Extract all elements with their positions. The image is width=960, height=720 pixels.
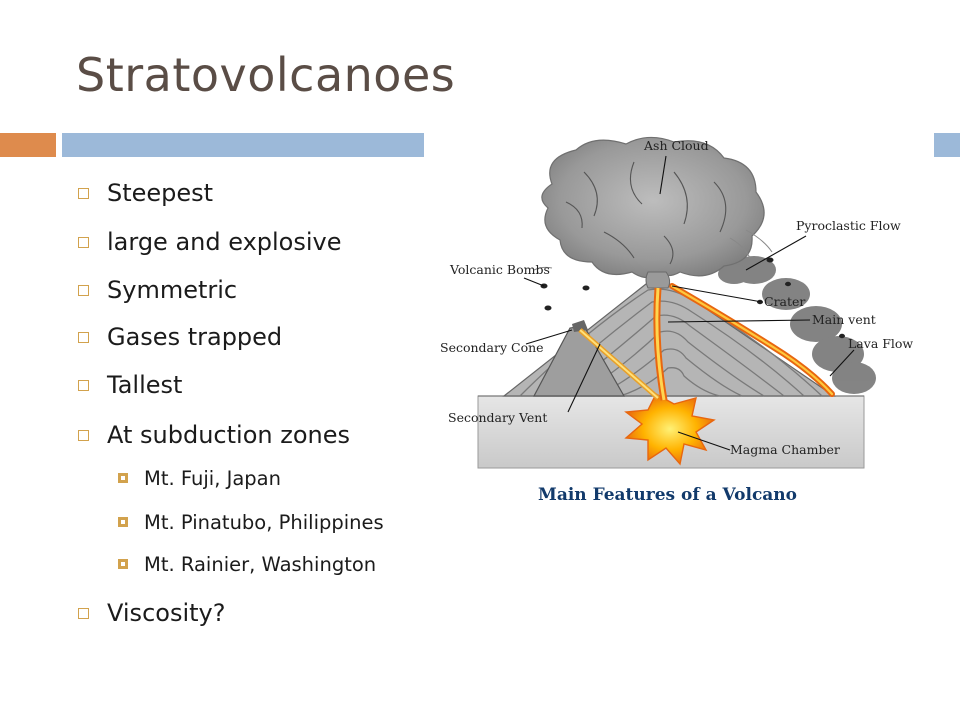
bullet-marker-icon [78, 429, 89, 441]
bullet-item: Steepest [78, 178, 213, 208]
bullet-item: Gases trapped [78, 322, 282, 352]
label-magma-chamber: Magma Chamber [730, 442, 840, 457]
bullet-text: Steepest [107, 179, 214, 207]
pyroclastic-smoke [718, 256, 876, 394]
label-secondary-vent: Secondary Vent [448, 410, 547, 425]
bullet-text: Viscosity? [107, 599, 226, 627]
sub-bullet-item: Mt. Pinatubo, Philippines [118, 509, 384, 535]
leader-lines [523, 155, 855, 451]
sub-bullet-text: Mt. Fuji, Japan [144, 466, 281, 490]
label-lava-flow: Lava Flow [848, 336, 913, 351]
label-ash-cloud: Ash Cloud [643, 138, 709, 153]
sub-bullet-item: Mt. Rainier, Washington [118, 551, 376, 577]
motion-lines [533, 229, 773, 271]
bullet-marker-icon [78, 187, 89, 199]
bullet-item: At subduction zones [78, 420, 350, 450]
bullet-item: Tallest [78, 370, 182, 400]
slide-title: Stratovolcanoes [76, 48, 456, 102]
label-volcanic-bombs: Volcanic Bombs [449, 262, 550, 277]
bullet-text: At subduction zones [107, 421, 350, 449]
bullet-item: Viscosity? [78, 598, 225, 628]
magma-chamber [624, 393, 716, 466]
sub-bullet-text: Mt. Pinatubo, Philippines [144, 510, 384, 534]
bullet-marker-icon [78, 379, 89, 391]
bullet-marker-icon [78, 236, 89, 248]
ash-cloud [541, 136, 765, 289]
bullet-marker-icon [78, 284, 89, 296]
accent-bar-blue [62, 133, 424, 157]
sub-bullet-marker-icon [118, 559, 128, 569]
volcano-diagram: Ash Cloud Pyroclastic Flow Volcanic Bomb… [440, 136, 913, 505]
bullet-text: Tallest [107, 371, 183, 399]
accent-bar-blue-right [934, 133, 960, 157]
sub-bullet-marker-icon [118, 517, 128, 527]
label-crater: Crater [764, 294, 805, 309]
sub-bullet-marker-icon [118, 473, 128, 483]
accent-bar-orange [0, 133, 56, 157]
bullet-text: large and explosive [107, 228, 342, 256]
volcanic-bombs [540, 257, 845, 339]
diagram-caption: Main Features of a Volcano [538, 485, 797, 505]
sub-bullet-text: Mt. Rainier, Washington [144, 552, 377, 576]
sub-bullet-item: Mt. Fuji, Japan [118, 465, 281, 491]
bullet-marker-icon [78, 607, 89, 619]
bullet-item: large and explosive [78, 227, 342, 257]
label-secondary-cone: Secondary Cone [440, 340, 544, 355]
secondary-cone-tip [572, 320, 588, 332]
label-pyroclastic-flow: Pyroclastic Flow [796, 218, 901, 233]
bullet-text: Gases trapped [107, 323, 283, 351]
bullet-text: Symmetric [107, 276, 238, 304]
bullet-marker-icon [78, 331, 89, 343]
bullet-item: Symmetric [78, 275, 237, 305]
label-main-vent: Main vent [812, 312, 876, 327]
